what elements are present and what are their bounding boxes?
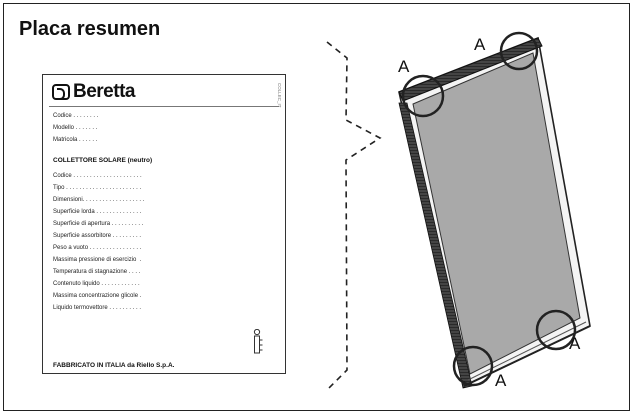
- detail-circle-bottom-right: [535, 309, 577, 351]
- plate-field: Dimensioni. . . . . . . . . . . . . . . …: [53, 197, 145, 203]
- top-header-pipe: [398, 37, 543, 102]
- brand-logo: Beretta: [52, 81, 135, 102]
- detail-circle-top-left: [401, 74, 445, 118]
- plate-footer: FABBRICATO IN ITALIA da Riello S.p.A.: [53, 362, 175, 369]
- plate-field: Contenuto liquido . . . . . . . . . . . …: [53, 281, 140, 287]
- plate-field: Temperatura di stagnazione . . . .: [53, 269, 141, 275]
- beretta-logo-icon: [52, 84, 70, 100]
- callout-bracket: [326, 41, 382, 391]
- solar-panel-icon: [253, 329, 263, 354]
- brand-name: Beretta: [73, 81, 135, 102]
- figure-title: Placa resumen: [19, 18, 161, 40]
- plate-field: Superficie di apertura . . . . . . . . .…: [53, 221, 144, 227]
- bottom-rail: [463, 325, 591, 387]
- plate-field: Superficie assorbitore . . . . . . . . .: [53, 233, 142, 239]
- plate-field: Codice . . . . . . . . . . . . . . . . .…: [53, 173, 142, 179]
- label-a: A: [495, 371, 507, 390]
- plate-divider: [49, 106, 279, 107]
- plate-field: Tipo . . . . . . . . . . . . . . . . . .…: [53, 185, 142, 191]
- plate-field: Superficie lorda . . . . . . . . . . . .…: [53, 209, 142, 215]
- plate-corner-code: COLLEC_IT: [277, 83, 282, 108]
- collector-absorber: [412, 52, 581, 375]
- plate-field: Codice . . . . . . . .: [53, 113, 99, 119]
- detail-circle-bottom-left: [452, 345, 494, 387]
- label-a: A: [398, 57, 410, 76]
- plate-field: Massima concentrazione glicole .: [53, 293, 142, 299]
- plate-field: Liquido termovettore . . . . . . . . . .: [53, 305, 142, 311]
- plate-field: Modello . . . . . . .: [53, 125, 98, 131]
- label-a: A: [569, 334, 581, 353]
- plate-field: Peso a vuoto . . . . . . . . . . . . . .…: [53, 245, 142, 251]
- plate-field: Matricola . . . . . .: [53, 137, 98, 143]
- data-plate: Beretta COLLEC_IT Codice . . . . . . . .…: [42, 74, 286, 374]
- detail-circle-top-right: [499, 31, 539, 71]
- plate-field: Massima pressione di esercizio .: [53, 257, 142, 263]
- label-a: A: [474, 35, 486, 54]
- plate-section-title: COLLETTORE SOLARE (neutro): [53, 157, 153, 164]
